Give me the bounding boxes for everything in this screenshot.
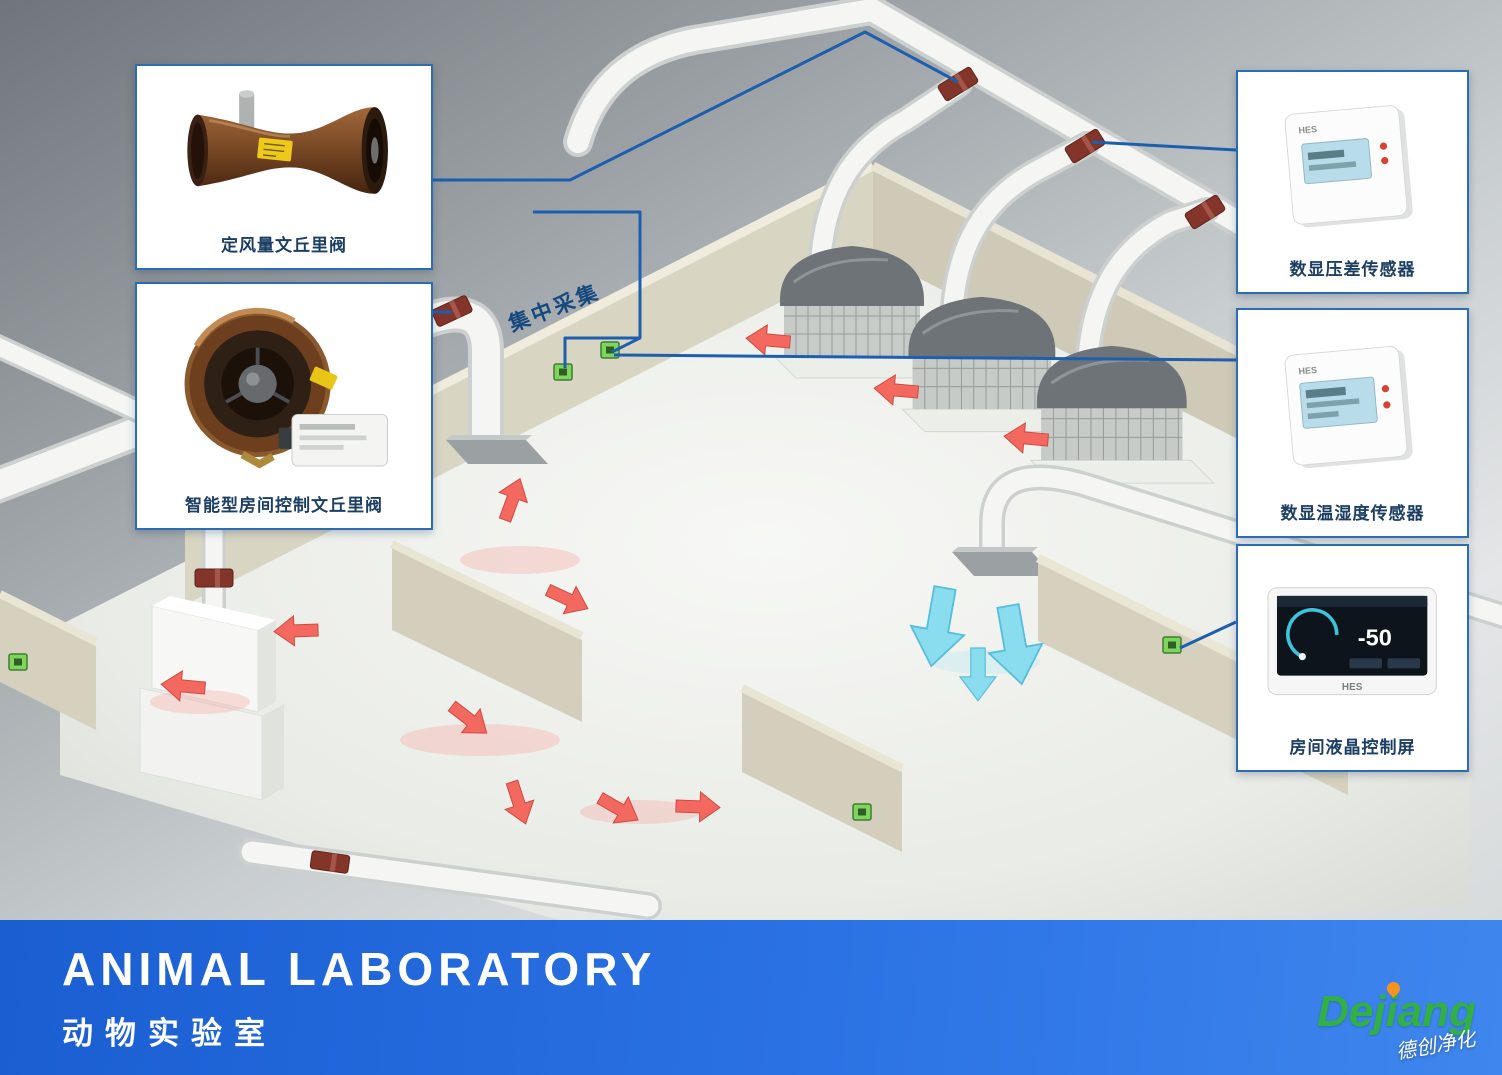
supply-duct-right xyxy=(979,464,1502,630)
callout-label: 数显压差传感器 xyxy=(1289,260,1416,279)
air-diffuser-left xyxy=(446,435,548,464)
brand-name: Dejiang xyxy=(1317,987,1476,1036)
callout-connector-lines xyxy=(432,30,1237,650)
lcd-control-panel-image: -50 HES xyxy=(1244,554,1461,733)
callout-lcd-control-panel: -50 HES 房间液晶控制屏 xyxy=(1236,544,1469,772)
exhaust-header-duct xyxy=(563,0,1277,251)
callout-label: 数显温湿度传感器 xyxy=(1280,504,1425,523)
sensor-brand: HES xyxy=(1298,364,1317,376)
callout-label: 智能型房间控制文丘里阀 xyxy=(185,496,383,515)
callout-cav-venturi-valve: 定风量文丘里阀 xyxy=(135,64,433,270)
callout-label: 定风量文丘里阀 xyxy=(221,236,347,255)
lcd-reading: -50 xyxy=(1358,624,1392,650)
banner-title: ANIMAL LABORATORY xyxy=(62,943,657,995)
cav-venturi-valve-image xyxy=(143,74,425,231)
panel-brand: HES xyxy=(1342,682,1363,693)
callout-temp-humidity-sensor: HES 数显温湿度传感器 xyxy=(1236,308,1469,538)
brand-logo: Dejiang 德创净化 xyxy=(1317,979,1477,1065)
air-diffuser-center xyxy=(952,547,1054,576)
callout-pressure-sensor: HES 数显压差传感器 xyxy=(1236,70,1469,294)
banner-subtitle: 动物实验室 xyxy=(62,1016,277,1051)
callout-label: 房间液晶控制屏 xyxy=(1289,738,1416,757)
callout-smart-venturi-valve: 智能型房间控制文丘里阀 xyxy=(135,282,433,530)
pressure-sensor-image: HES xyxy=(1244,80,1461,255)
venturi-valve-inline xyxy=(194,568,234,588)
supply-cabinet xyxy=(139,596,284,801)
title-banner: ANIMAL LABORATORY 动物实验室 Dejiang 德创净化 xyxy=(0,920,1502,1075)
partition-walls xyxy=(390,540,1351,852)
temp-humidity-sensor-image: HES xyxy=(1244,318,1461,499)
sensor-brand: HES xyxy=(1298,123,1317,135)
smart-venturi-valve-image xyxy=(143,292,425,491)
